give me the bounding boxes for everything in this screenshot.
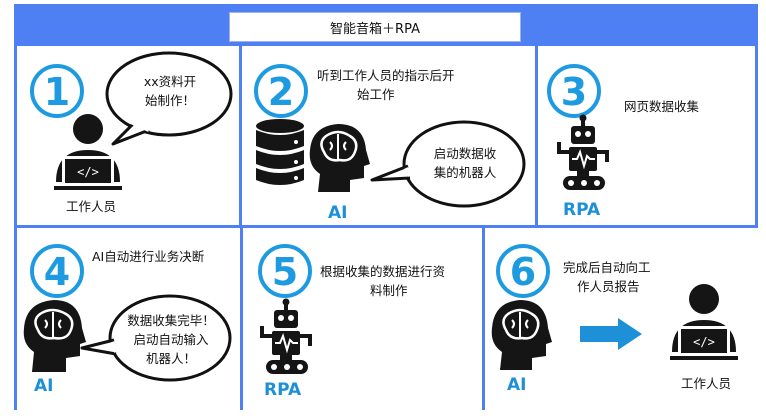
grid-line (14, 225, 758, 228)
grid-line (14, 46, 17, 226)
ai-head-icon (309, 124, 370, 192)
grid-line (239, 46, 242, 226)
ai-label: AI (507, 375, 527, 395)
step-number: 1 (30, 64, 84, 118)
caption: 工作人员 (680, 376, 731, 391)
speech-bubble (370, 120, 526, 208)
step-text: 网页数据收集 (624, 99, 700, 114)
step-text: AI自动进行业务决断 (92, 249, 205, 264)
speech-bubble (105, 51, 233, 146)
step-number: 3 (547, 64, 601, 118)
arrow-right-icon (580, 318, 642, 350)
bubble-line: 机器人！ (145, 351, 196, 366)
step-text: 听到工作人员的指示后开 (317, 68, 455, 83)
grid-line (755, 46, 758, 226)
caption: 工作人员 (65, 199, 116, 214)
bubble-line: 启动数据收 (433, 146, 497, 161)
robot-icon (260, 298, 312, 374)
ai-head-icon (491, 300, 552, 370)
step-number: 5 (258, 244, 312, 298)
grid-line (482, 228, 485, 410)
robot-icon (557, 114, 609, 190)
step-number: 6 (496, 244, 550, 298)
ai-label: AI (34, 376, 54, 396)
bubble-line: 集的机器人 (433, 165, 497, 180)
rpa-label: RPA (264, 380, 302, 400)
bubble-line: 始制作！ (144, 93, 195, 108)
page-title: 智能音箱＋RPA (229, 12, 521, 42)
step-number: 4 (30, 244, 84, 298)
step-text: 根据收集的数据进行资 (320, 264, 446, 279)
person-laptop-icon: </> (670, 284, 738, 360)
ai-head-icon (23, 300, 86, 372)
step-text: 作人员报告 (577, 279, 640, 294)
grid-line (14, 226, 17, 410)
ai-label: AI (328, 203, 348, 223)
step-text: 始工作 (357, 87, 395, 102)
rpa-label: RPA (563, 200, 601, 220)
grid-line (535, 46, 538, 226)
step-text: 完成后自动向工 (563, 260, 651, 275)
speech-bubble (80, 294, 232, 382)
svg-text:</>: </> (77, 165, 99, 179)
grid-line (240, 228, 243, 410)
bubble-line: 启动自动输入 (133, 332, 209, 347)
step-number: 2 (254, 64, 308, 118)
person-laptop-icon: </> (54, 114, 122, 190)
bubble-line: xx资料开 (143, 74, 197, 89)
step-text: 料制作 (370, 283, 408, 298)
database-icon (256, 119, 304, 185)
bubble-line: 数据收集完毕！ (127, 313, 215, 328)
svg-text:</>: </> (693, 335, 715, 349)
